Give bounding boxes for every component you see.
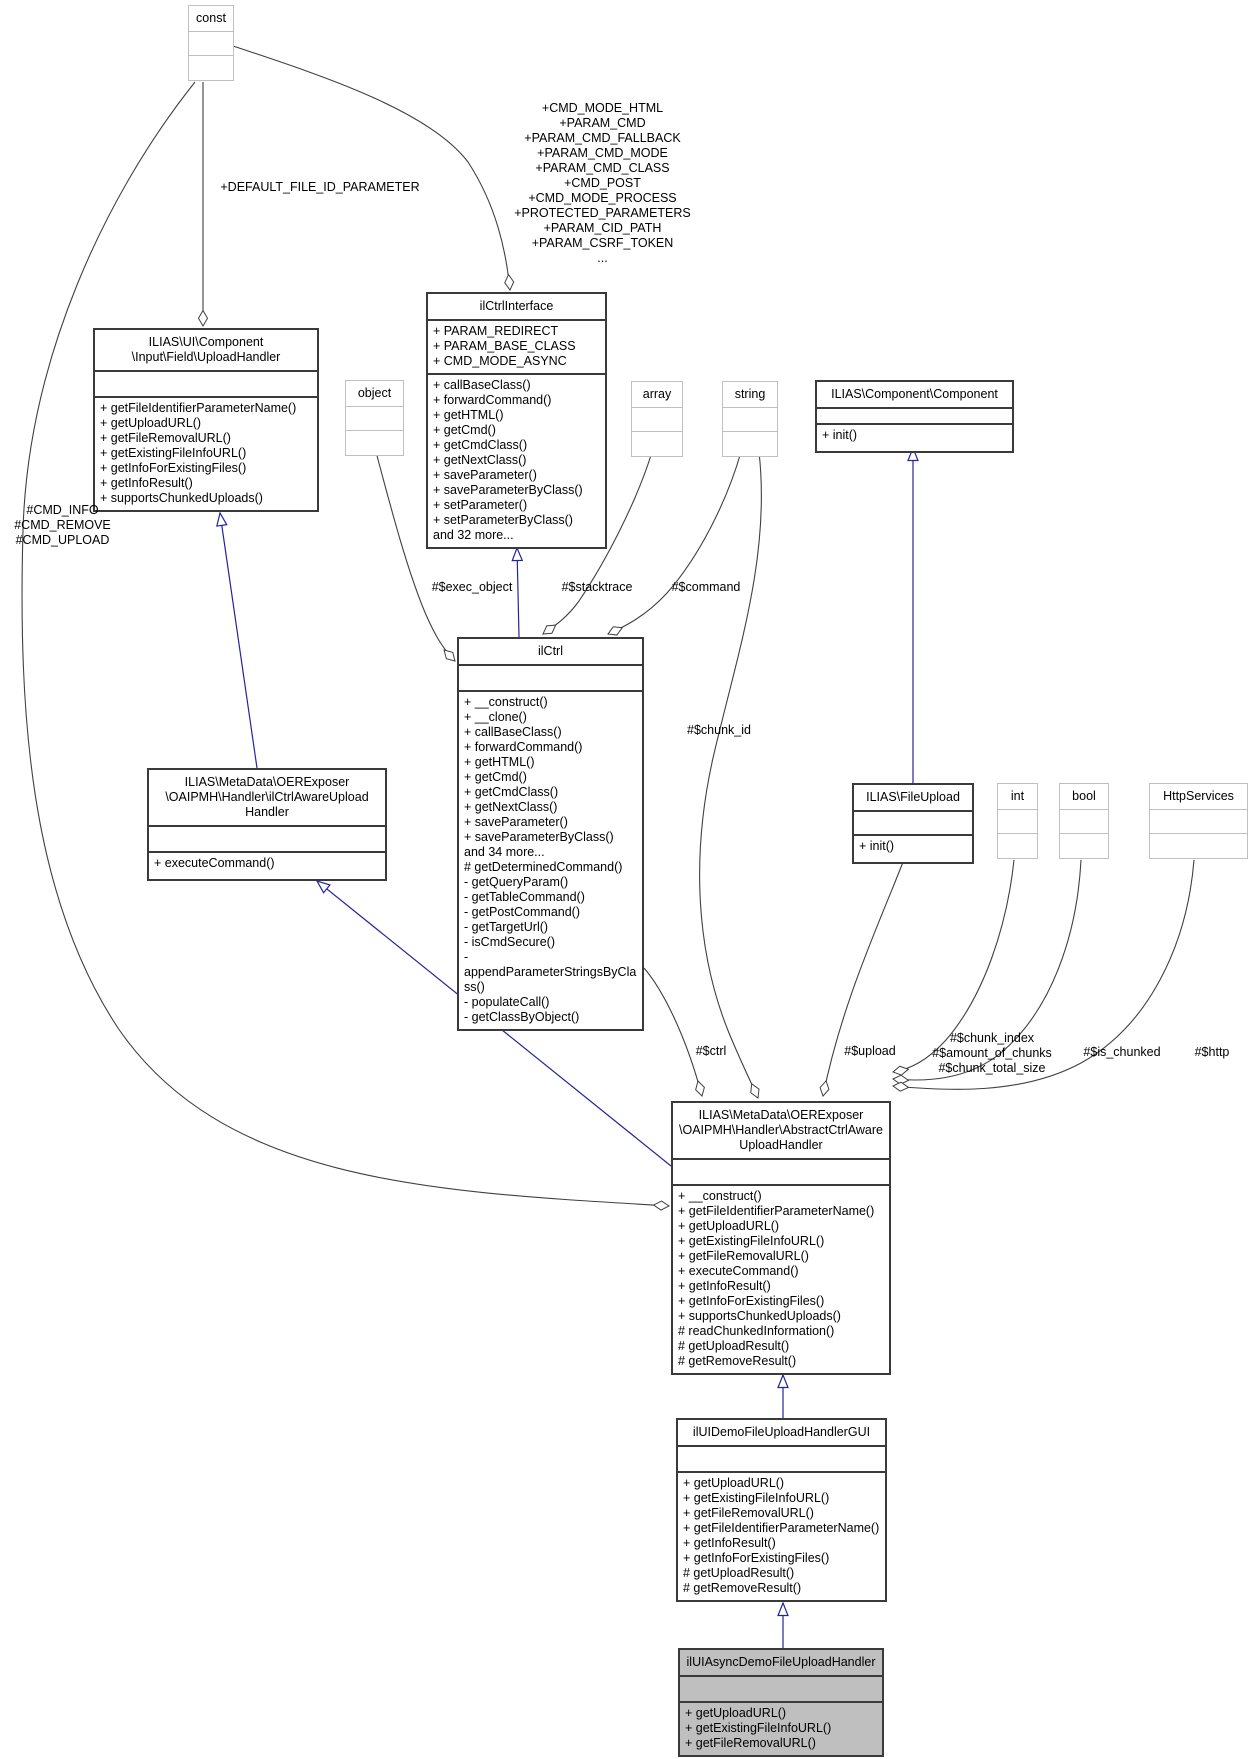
class-methods [189, 56, 233, 80]
edge-label-http: #$http [1194, 1045, 1230, 1059]
class-array: array [631, 381, 683, 457]
edge-const-ilctrlinterface [232, 45, 515, 291]
edge-label-stacktrace: #$stacktrace [561, 580, 633, 594]
edge-ilctrl-abstract [643, 967, 705, 1097]
class-methods: + callBaseClass()+ forwardCommand()+ get… [433, 378, 583, 542]
edge-fileupload-abstract [819, 861, 904, 1097]
edge-label-command: #$command [671, 580, 741, 594]
edge-lefthandler-uploadhandler-realization [220, 513, 258, 769]
class-attributes [346, 407, 403, 431]
edge-label-chunk-info: #$chunk_index#$amount_of_chunks#$chunk_t… [932, 1031, 1052, 1075]
class-iluiasyncdemofileuploadhandler: ilUIAsyncDemoFileUploadHandler + getUplo… [678, 1648, 884, 1757]
class-methods: + __construct()+ __clone()+ callBaseClas… [464, 695, 637, 1024]
class-methods [632, 432, 682, 456]
class-title: ILIAS\UI\Component\Input\Field\UploadHan… [95, 330, 317, 372]
edge-bool-abstract [892, 859, 1082, 1085]
class-attributes [1150, 810, 1247, 834]
class-title: const [189, 6, 233, 32]
class-methods: + getUploadURL()+ getExistingFileInfoURL… [685, 1706, 832, 1750]
class-title: HttpServices [1150, 784, 1247, 810]
edge-label-default-file-id-parameter: +DEFAULT_FILE_ID_PARAMETER [220, 180, 420, 194]
class-attributes [680, 1677, 882, 1703]
class-iluidemofileuploadhandlergui[interactable]: ilUIDemoFileUploadHandlerGUI + getUpload… [676, 1418, 887, 1602]
edge-label-upload: #$upload [844, 1044, 896, 1058]
class-abstractctrlaware-uploadhandler[interactable]: ILIAS\MetaData\OERExposer\OAIPMH\Handler… [671, 1101, 891, 1375]
class-title: ILIAS\Component\Component [817, 382, 1012, 409]
class-attributes [673, 1160, 889, 1186]
class-title: array [632, 382, 682, 408]
class-attributes [854, 812, 972, 836]
class-string: string [722, 381, 778, 457]
class-attributes [723, 408, 777, 432]
class-attributes [632, 408, 682, 432]
class-methods [998, 834, 1037, 858]
class-attributes: + PARAM_REDIRECT+ PARAM_BASE_CLASS+ CMD_… [428, 321, 605, 375]
class-methods: + executeCommand() [154, 856, 275, 870]
class-ilctrlinterface[interactable]: ilCtrlInterface + PARAM_REDIRECT+ PARAM_… [426, 292, 607, 549]
class-methods: + getUploadURL()+ getExistingFileInfoURL… [683, 1476, 880, 1595]
class-ilctrlaware-uploadhandler[interactable]: ILIAS\MetaData\OERExposer\OAIPMH\Handler… [147, 768, 387, 881]
edge-array-ilctrl [542, 451, 653, 635]
edge-string-ilctrl [607, 451, 742, 636]
class-methods: + init() [859, 839, 895, 853]
class-const: const [188, 5, 234, 81]
edge-label-ilctrlinterface-constants: +CMD_MODE_HTML+PARAM_CMD+PARAM_CMD_FALLB… [514, 101, 691, 265]
edge-label-is-chunked: #$is_chunked [1083, 1045, 1161, 1059]
class-ilias-component[interactable]: ILIAS\Component\Component + init() [815, 380, 1014, 453]
class-uploadhandler-interface[interactable]: ILIAS\UI\Component\Input\Field\UploadHan… [93, 328, 319, 512]
class-title: int [998, 784, 1037, 810]
edge-label-chunk-id: #$chunk_id [687, 723, 751, 737]
class-attributes [1060, 810, 1108, 834]
edge-label-cmd-constants: #CMD_INFO#CMD_REMOVE#CMD_UPLOAD [14, 503, 111, 547]
edge-ilctrl-ilctrlinterface-realization [517, 548, 519, 638]
class-title: ilUIAsyncDemoFileUploadHandler [680, 1650, 882, 1677]
edge-string-abstract [699, 451, 762, 1099]
edge-httpservices-abstract [892, 859, 1195, 1092]
edge-const-abstract [21, 81, 670, 1211]
class-methods: + init() [822, 428, 858, 442]
class-httpservices: HttpServices [1149, 783, 1248, 859]
class-methods [1060, 834, 1108, 858]
class-title: ilCtrlInterface [428, 294, 605, 321]
class-ilctrl[interactable]: ilCtrl + __construct()+ __clone()+ callB… [457, 637, 644, 1031]
class-methods: + getFileIdentifierParameterName()+ getU… [100, 401, 297, 505]
class-methods [1150, 834, 1247, 858]
class-ilias-fileupload[interactable]: ILIAS\FileUpload + init() [852, 783, 974, 864]
class-attributes [189, 32, 233, 56]
class-title: bool [1060, 784, 1108, 810]
class-title: ilUIDemoFileUploadHandlerGUI [678, 1420, 885, 1447]
edge-object-ilctrl [375, 451, 456, 662]
class-title: string [723, 382, 777, 408]
class-attributes [998, 810, 1037, 834]
edge-label-exec-object: #$exec_object [431, 580, 513, 594]
class-attributes [817, 409, 1012, 425]
class-int: int [997, 783, 1038, 859]
class-attributes [459, 666, 642, 692]
class-bool: bool [1059, 783, 1109, 859]
class-title: ILIAS\FileUpload [854, 785, 972, 812]
class-title: object [346, 381, 403, 407]
class-methods: + __construct()+ getFileIdentifierParame… [678, 1189, 875, 1368]
class-object: object [345, 380, 404, 456]
class-attributes [678, 1447, 885, 1473]
class-attributes [149, 827, 385, 853]
class-methods [346, 431, 403, 455]
class-methods [723, 432, 777, 456]
edge-label-ctrl: #$ctrl [695, 1044, 727, 1058]
class-title: ilCtrl [459, 639, 642, 666]
class-attributes [95, 372, 317, 398]
class-title: ILIAS\MetaData\OERExposer\OAIPMH\Handler… [673, 1103, 889, 1160]
edge-int-abstract [892, 859, 1015, 1076]
class-title: ILIAS\MetaData\OERExposer\OAIPMH\Handler… [149, 770, 385, 827]
